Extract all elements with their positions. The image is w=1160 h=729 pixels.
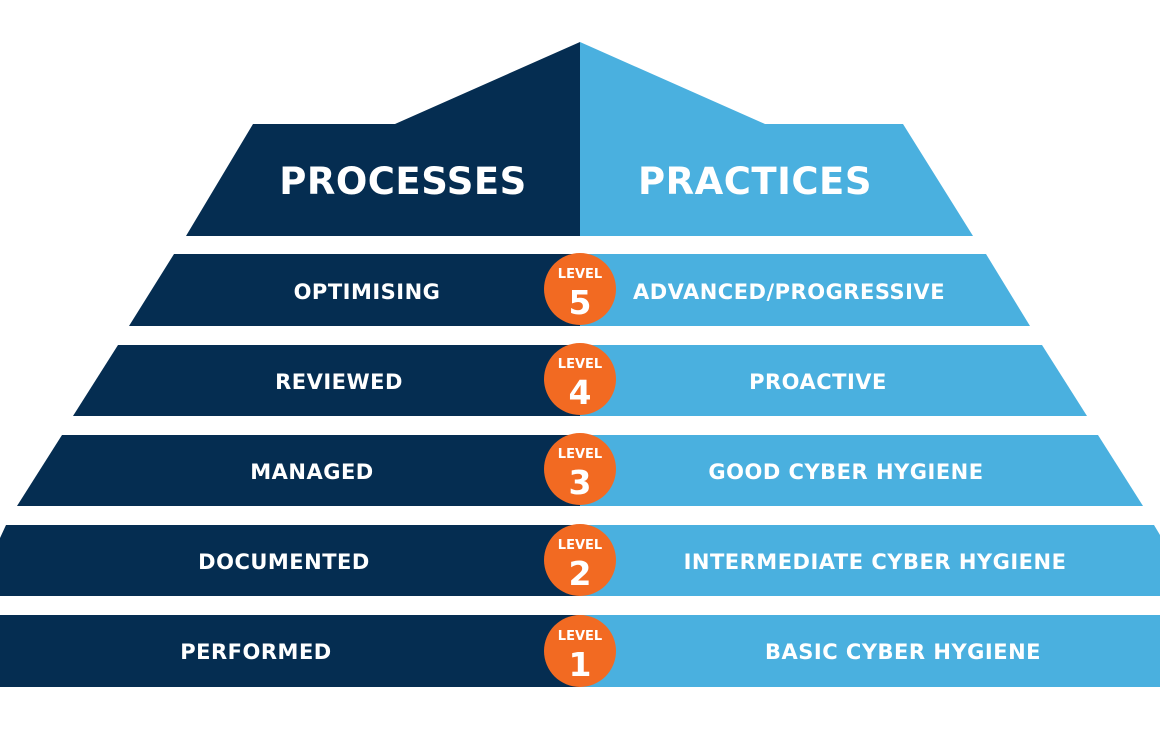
level-3-practices-band <box>580 435 1143 506</box>
processes-header-shape <box>186 42 580 236</box>
level-row-4: REVIEWED PROACTIVE LEVEL 4 <box>73 343 1087 416</box>
level-5-process-label: OPTIMISING <box>294 280 441 304</box>
level-2-badge-word: LEVEL <box>558 538 602 553</box>
level-4-badge <box>544 343 616 415</box>
level-3-badge <box>544 433 616 505</box>
level-5-practice-label: ADVANCED/PROGRESSIVE <box>633 280 945 304</box>
level-2-process-label: DOCUMENTED <box>198 550 370 574</box>
level-3-process-label: MANAGED <box>250 460 374 484</box>
level-3-processes-band <box>17 435 580 506</box>
level-1-practice-label: BASIC CYBER HYGIENE <box>765 640 1041 664</box>
level-2-practice-label: INTERMEDIATE CYBER HYGIENE <box>684 550 1067 574</box>
pyramid-header: PROCESSES PRACTICES <box>186 42 973 236</box>
level-5-badge <box>544 253 616 325</box>
level-1-badge <box>544 615 616 687</box>
processes-header-label: PROCESSES <box>279 160 527 203</box>
level-row-5: OPTIMISING ADVANCED/PROGRESSIVE LEVEL 5 <box>129 253 1030 326</box>
level-row-1: PERFORMED BASIC CYBER HYGIENE LEVEL 1 <box>0 615 1160 687</box>
level-1-practices-band <box>580 615 1160 687</box>
level-1-process-label: PERFORMED <box>180 640 331 664</box>
level-2-badge <box>544 524 616 596</box>
level-2-processes-band <box>0 525 580 596</box>
level-3-badge-word: LEVEL <box>558 447 602 462</box>
level-5-practices-band <box>580 254 1030 326</box>
practices-header-label: PRACTICES <box>638 160 872 203</box>
level-4-practice-label: PROACTIVE <box>749 370 887 394</box>
level-4-process-label: REVIEWED <box>275 370 403 394</box>
level-4-practices-band <box>580 345 1087 416</box>
level-row-2: DOCUMENTED INTERMEDIATE CYBER HYGIENE LE… <box>0 524 1160 596</box>
level-3-practice-label: GOOD CYBER HYGIENE <box>708 460 983 484</box>
level-3-badge-number: 3 <box>569 463 592 502</box>
level-2-practices-band <box>580 525 1160 596</box>
level-1-processes-band <box>0 615 580 687</box>
level-1-badge-number: 1 <box>569 645 592 684</box>
level-2-badge-number: 2 <box>569 554 592 593</box>
level-4-badge-number: 4 <box>569 373 592 412</box>
level-4-badge-word: LEVEL <box>558 357 602 372</box>
level-5-badge-number: 5 <box>569 283 592 322</box>
level-5-processes-band <box>129 254 580 326</box>
level-row-3: MANAGED GOOD CYBER HYGIENE LEVEL 3 <box>17 433 1143 506</box>
practices-header-shape <box>580 42 973 236</box>
level-5-badge-word: LEVEL <box>558 267 602 282</box>
level-1-badge-word: LEVEL <box>558 629 602 644</box>
level-4-processes-band <box>73 345 580 416</box>
